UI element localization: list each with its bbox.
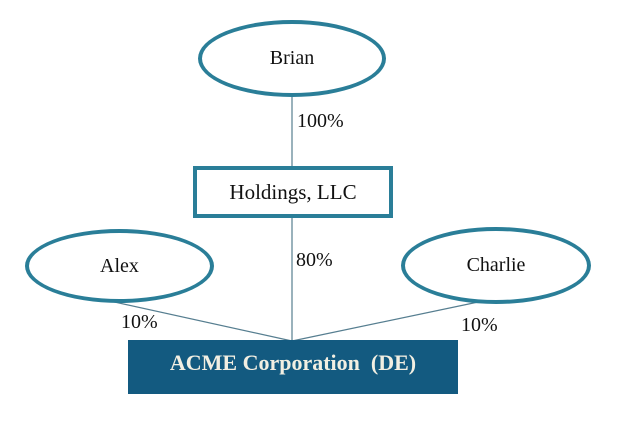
node-acme-corporation-label: ACME Corporation (DE) — [169, 350, 417, 375]
node-brian-label: Brian — [269, 47, 315, 69]
edge-label-10-percent-right: 10% — [461, 314, 498, 336]
connector-charlie-acme — [291, 300, 484, 342]
node-holdings-llc: Holdings, LLC — [193, 166, 393, 218]
edge-label-100-percent: 100% — [297, 110, 344, 132]
node-alex-label: Alex — [100, 254, 139, 277]
node-acme-corporation: ACME Corporation (DE) — [128, 340, 458, 394]
node-alex: Alex — [25, 229, 214, 303]
node-charlie: Charlie — [401, 227, 591, 304]
node-charlie-label: Charlie — [466, 254, 526, 276]
node-brian: Brian — [198, 20, 386, 97]
edge-label-10-percent-left: 10% — [121, 311, 158, 333]
connector-alex-acme — [109, 300, 293, 342]
node-holdings-llc-label: Holdings, LLC — [229, 179, 357, 204]
edge-label-80-percent: 80% — [296, 249, 333, 271]
